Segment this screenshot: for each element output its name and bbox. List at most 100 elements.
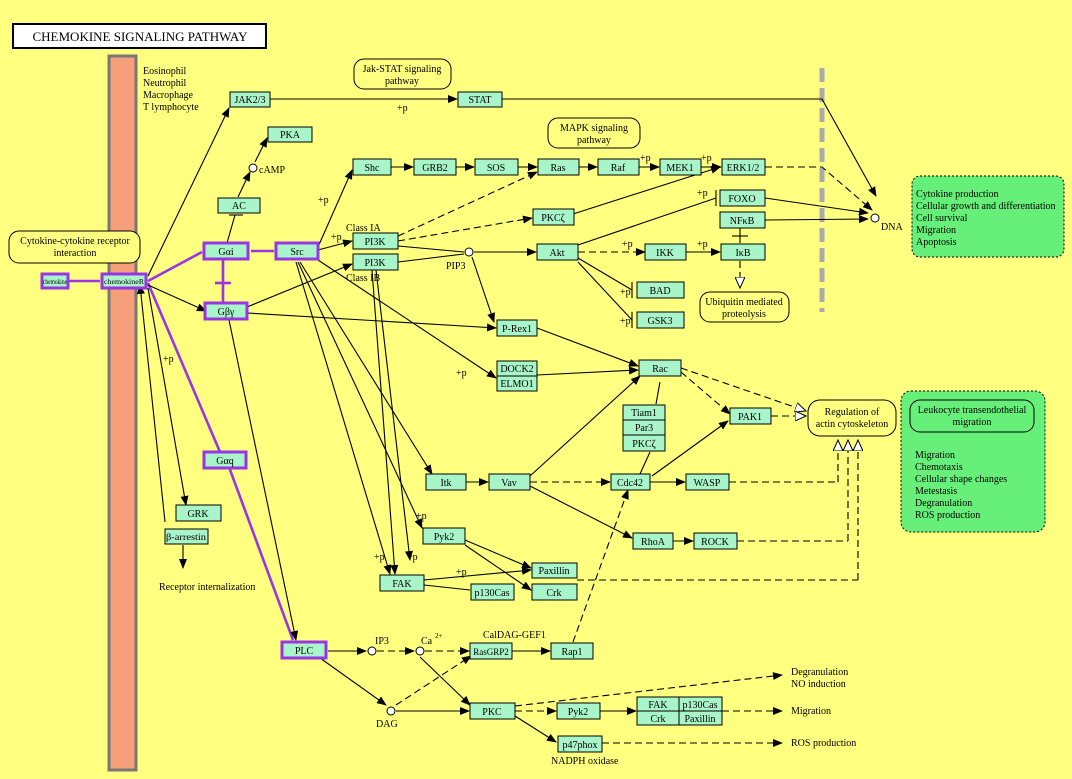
gene-foxo[interactable] [719, 189, 766, 207]
gene-crk-1[interactable] [531, 583, 578, 601]
label-pip3: PIP3 [446, 261, 465, 272]
gene-gai[interactable] [202, 241, 250, 261]
gene-gby-label: Gβγ [218, 307, 235, 318]
gene-sos[interactable] [474, 158, 519, 176]
gene-pi3k-1b[interactable] [352, 253, 399, 271]
gene-fak-2-label: FAK [648, 700, 668, 711]
gene-paxillin-1[interactable] [531, 562, 578, 579]
outcome2-migration: Migration [915, 450, 955, 461]
gene-gby[interactable] [203, 301, 249, 321]
pathway-actin-cytoskeleton[interactable] [807, 399, 897, 437]
gene-pka[interactable] [267, 126, 313, 143]
gene-p130cas-1-label: p130Cas [475, 588, 510, 599]
gene-gaq[interactable] [202, 450, 248, 470]
gene-shc[interactable] [352, 158, 392, 176]
gene-foxo-label: FOXO [728, 194, 755, 205]
gene-rock-label: ROCK [701, 537, 730, 548]
gene-rock[interactable] [693, 532, 738, 550]
plus-p: +p [318, 195, 329, 206]
gene-erk-label: ERK1/2 [727, 163, 760, 174]
pathway-cytokine-receptor[interactable] [8, 230, 141, 264]
label-caldag-gef1: CalDAG-GEF1 [483, 630, 546, 641]
gene-ikb[interactable] [720, 243, 766, 261]
gene-grk-label: GRK [187, 509, 209, 520]
gene-rhoa[interactable] [632, 532, 674, 550]
pathway-ubiquitin[interactable] [699, 291, 790, 323]
gene-pkc[interactable] [469, 702, 516, 720]
outcome-cellular-growth: Cellular growth and differentiation [916, 201, 1056, 212]
gene-akt[interactable] [536, 243, 579, 261]
gene-vav[interactable] [488, 473, 531, 491]
cell-type-t-lymphocyte: T lymphocyte [143, 102, 199, 113]
gene-itk-label: Itk [440, 478, 451, 489]
outcome2-cellular-shape: Cellular shape changes [915, 474, 1007, 485]
plus-p: +p [622, 239, 633, 250]
gene-ras[interactable] [537, 158, 580, 176]
gene-plc[interactable] [280, 640, 328, 660]
label-migration: Migration [791, 706, 831, 717]
label-receptor-internalization: Receptor internalization [159, 582, 255, 593]
gene-beta-arrestin[interactable] [164, 528, 209, 545]
gene-rap1[interactable] [550, 642, 594, 660]
gene-elmo1-label: ELMO1 [500, 379, 533, 390]
gene-pyk2-2[interactable] [556, 702, 601, 720]
gene-mek1[interactable] [659, 158, 702, 176]
gene-pkc-label: PKC [482, 707, 502, 718]
gene-itk[interactable] [425, 473, 467, 491]
gene-fak-1[interactable] [379, 574, 425, 592]
pathway-jakstat-label-2: pathway [385, 76, 419, 87]
gene-pi3k-1a[interactable] [352, 232, 399, 250]
connection-lines [68, 95, 877, 747]
gene-pkcz-1[interactable] [532, 208, 575, 226]
gene-pi3k-1a-label: PI3K [364, 237, 386, 248]
gene-crk-1-label: Crk [547, 588, 562, 599]
gene-grk[interactable] [175, 504, 222, 522]
gene-paxillin-2-label: Paxillin [684, 714, 715, 725]
gene-jak-label: JAK2/3 [234, 95, 265, 106]
gene-ikk[interactable] [644, 243, 687, 261]
gene-paxillin-2[interactable] [678, 710, 723, 726]
gene-src[interactable] [274, 241, 320, 261]
pathway-cytokine-label-1: Cytokine-cytokine receptor [20, 236, 130, 247]
gene-erk[interactable] [721, 158, 766, 176]
gene-pkcz-2[interactable] [622, 434, 666, 452]
gene-bad[interactable] [636, 281, 685, 299]
pathway-leukocyte-label-2: migration [953, 417, 992, 428]
gene-ac[interactable] [217, 197, 261, 214]
pathway-leukocyte-transendothelial[interactable] [909, 399, 1035, 433]
gene-rac-label: Rac [652, 364, 668, 375]
gene-elmo1[interactable] [496, 375, 538, 392]
plus-p: +p [331, 232, 342, 243]
gene-cdc42[interactable] [610, 473, 651, 491]
gene-rasgrp2[interactable] [469, 642, 513, 660]
gene-par3-label: Par3 [635, 423, 653, 434]
gene-wasp[interactable] [685, 473, 730, 491]
gene-rhoa-label: RhoA [641, 537, 666, 548]
gene-stat-label: STAT [468, 95, 491, 106]
gene-jak[interactable] [229, 91, 271, 108]
outcome2-chemotaxis: Chemotaxis [915, 462, 963, 473]
gene-raf[interactable] [597, 158, 640, 176]
gene-chemokine[interactable] [40, 272, 70, 290]
gene-grb2[interactable] [413, 158, 457, 176]
gene-p130cas-1[interactable] [470, 583, 515, 601]
gene-grb2-label: GRB2 [422, 163, 448, 174]
outcome2-metestasis: Metestasis [915, 486, 957, 497]
label-class-ib: Class IB [346, 273, 381, 284]
gene-rac[interactable] [638, 359, 682, 377]
pathway-jak-stat[interactable] [353, 58, 452, 90]
gene-pak1[interactable] [729, 407, 772, 425]
gene-prex1[interactable] [496, 319, 538, 337]
gene-nfkb[interactable] [719, 211, 766, 229]
label-no-induction: NO induction [791, 679, 846, 690]
label-ros-production: ROS production [791, 738, 856, 749]
outcome-cytokine-production: Cytokine production [916, 189, 999, 200]
gene-pyk2-1[interactable] [422, 527, 466, 545]
gene-stat[interactable] [457, 91, 503, 108]
gene-chemokine-receptor[interactable] [100, 272, 148, 290]
pathway-mapk[interactable] [547, 117, 641, 149]
gene-gsk3[interactable] [636, 311, 685, 329]
gene-p47phox[interactable] [557, 735, 603, 753]
pathway-leukocyte-label-1: Leukocyte transendothelial [918, 405, 1027, 416]
